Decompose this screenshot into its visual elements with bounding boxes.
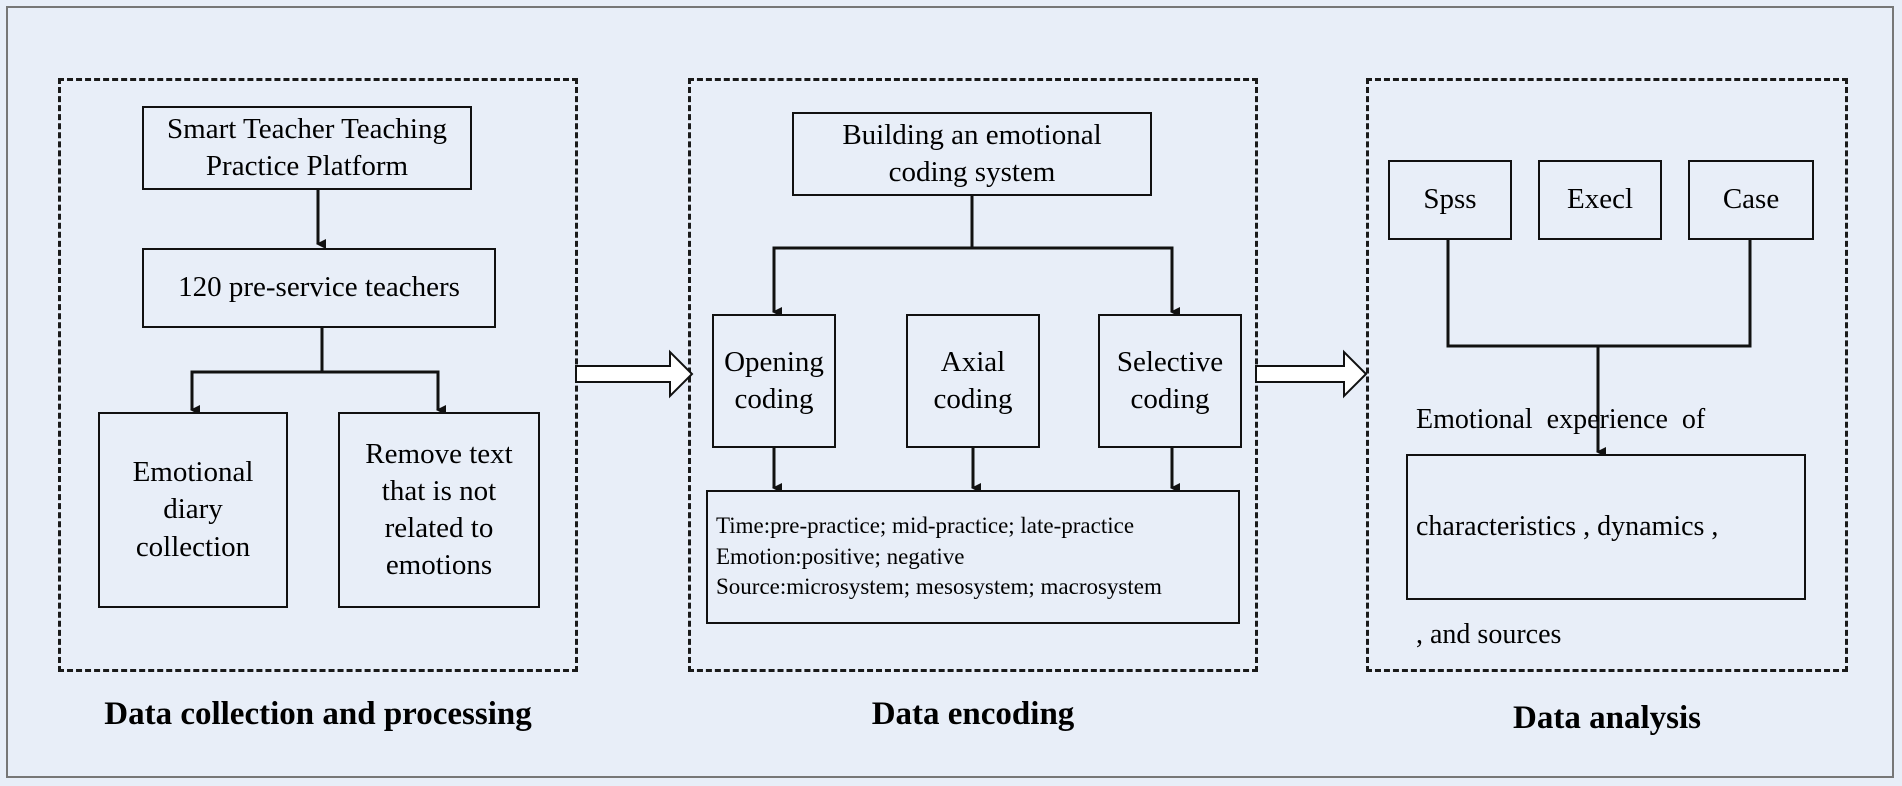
coding-system-line-2: coding system	[888, 156, 1056, 188]
teachers-box: 120 pre-service teachers	[142, 248, 496, 328]
platform-line-1: Smart Teacher Teaching	[167, 112, 447, 145]
opening-line-1: Opening	[724, 345, 824, 378]
coding-result-time: Time:pre-practice; mid-practice; late-pr…	[716, 513, 1135, 539]
diary-line-2: diary	[163, 493, 223, 526]
spss-label: Spss	[1423, 183, 1477, 216]
flow-arrow-collection-to-encoding	[575, 349, 694, 399]
flow-arrow-encoding-to-analysis	[1255, 349, 1368, 399]
coding-result-emotion: Emotion:positive; negative	[716, 543, 965, 569]
spss-box: Spss	[1388, 160, 1512, 240]
branch-system-right	[972, 246, 1180, 317]
branch-teachers-right	[322, 370, 446, 415]
panel-analysis	[1366, 78, 1848, 672]
axial-line-2: coding	[933, 383, 1013, 415]
coding-system-box: Building an emotional coding system	[792, 112, 1152, 196]
axial-line-1: Axial	[940, 345, 1006, 378]
analysis-result-line-3: , and sources	[1416, 618, 1562, 650]
case-label: Case	[1722, 183, 1780, 216]
coding-system-line-1: Building an emotional	[842, 118, 1102, 151]
platform-box: Smart Teacher Teaching Practice Platform	[142, 106, 472, 190]
branch-system-left	[772, 246, 972, 317]
remove-line-4: emotions	[385, 549, 493, 582]
coding-result-box: Time:pre-practice; mid-practice; late-pr…	[706, 490, 1240, 624]
selective-line-2: coding	[1130, 383, 1210, 415]
remove-line-3: related to	[384, 512, 494, 544]
remove-line-1: Remove text	[365, 437, 513, 470]
caption-collection: Data collection and processing	[104, 696, 532, 732]
caption-analysis: Data analysis	[1513, 700, 1701, 736]
diary-line-3: collection	[135, 530, 251, 563]
branch-teachers-split	[190, 328, 324, 415]
coding-result-source: Source:microsystem; mesosystem; macrosys…	[716, 574, 1162, 600]
analysis-result-line-1: Emotional experience of	[1416, 403, 1706, 435]
caption-encoding: Data encoding	[871, 696, 1075, 732]
teachers-label: 120 pre-service teachers	[178, 271, 460, 304]
axial-coding-box: Axial coding	[906, 314, 1040, 448]
opening-coding-box: Opening coding	[712, 314, 836, 448]
diary-box: Emotional diary collection	[98, 412, 288, 608]
remove-box: Remove text that is not related to emoti…	[338, 412, 540, 608]
selective-line-1: Selective	[1116, 345, 1224, 378]
execl-label: Execl	[1566, 183, 1633, 216]
opening-line-2: coding	[734, 383, 814, 415]
selective-coding-box: Selective coding	[1098, 314, 1242, 448]
analysis-result-box: Emotional experience of characteristics …	[1406, 404, 1806, 650]
case-box: Case	[1688, 160, 1814, 240]
execl-box: Execl	[1538, 160, 1662, 240]
platform-line-2: Practice Platform	[205, 150, 409, 182]
remove-line-2: that is not	[381, 474, 497, 507]
analysis-result-line-2: characteristics , dynamics ,	[1416, 511, 1719, 543]
diary-line-1: Emotional	[132, 456, 254, 489]
